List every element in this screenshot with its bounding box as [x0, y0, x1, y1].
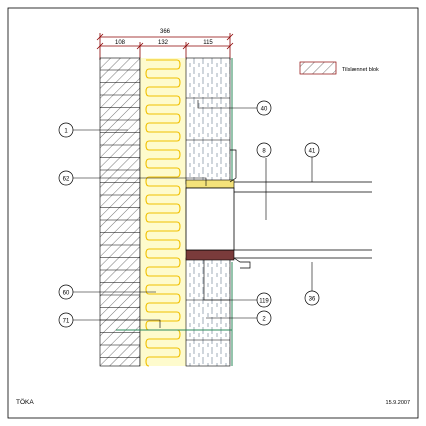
- dim-brick: 108: [115, 40, 126, 46]
- svg-text:119: 119: [259, 299, 269, 305]
- floor-deck: [229, 149, 372, 269]
- dim-total: 366: [160, 29, 171, 35]
- callout-71: 71: [58, 312, 74, 328]
- svg-text:71: 71: [63, 319, 70, 325]
- insulation-layer: [139, 58, 186, 367]
- svg-text:1: 1: [64, 129, 68, 135]
- window-opening: [185, 187, 235, 251]
- dim-insulation: 132: [158, 40, 169, 46]
- callout-41: 41: [304, 142, 320, 158]
- lintel-frame-top: [185, 179, 235, 189]
- callout-36: 36: [304, 290, 320, 306]
- callout-2: 2: [256, 310, 272, 326]
- callout-60: 60: [58, 284, 74, 300]
- svg-text:40: 40: [261, 107, 268, 113]
- footer-left: TÖKA: [16, 398, 34, 406]
- svg-text:62: 62: [63, 177, 70, 183]
- callout-62: 62: [58, 170, 74, 186]
- callout-40: 40: [256, 100, 272, 116]
- leader-lines: [72, 100, 313, 328]
- legend: Tilslænnet blok: [299, 61, 379, 75]
- dim-inner-wall: 115: [203, 40, 213, 46]
- svg-text:41: 41: [309, 149, 316, 155]
- svg-text:60: 60: [63, 291, 70, 297]
- membrane-line: [116, 58, 233, 366]
- callout-1: 1: [58, 122, 74, 138]
- inner-block-wall-upper: [185, 57, 231, 185]
- svg-text:2: 2: [262, 317, 266, 323]
- lintel-bottom: [185, 249, 235, 261]
- svg-text:36: 36: [309, 297, 316, 303]
- inner-block-wall-lower: [185, 257, 231, 367]
- footer-date: 15.9.2007: [386, 400, 410, 406]
- brick-wall: [99, 57, 141, 367]
- callout-8: 8: [256, 142, 272, 158]
- legend-label: Tilslænnet blok: [342, 67, 379, 73]
- svg-text:8: 8: [262, 149, 266, 155]
- dimension-lines: [96, 33, 234, 60]
- callout-119: 119: [256, 292, 272, 308]
